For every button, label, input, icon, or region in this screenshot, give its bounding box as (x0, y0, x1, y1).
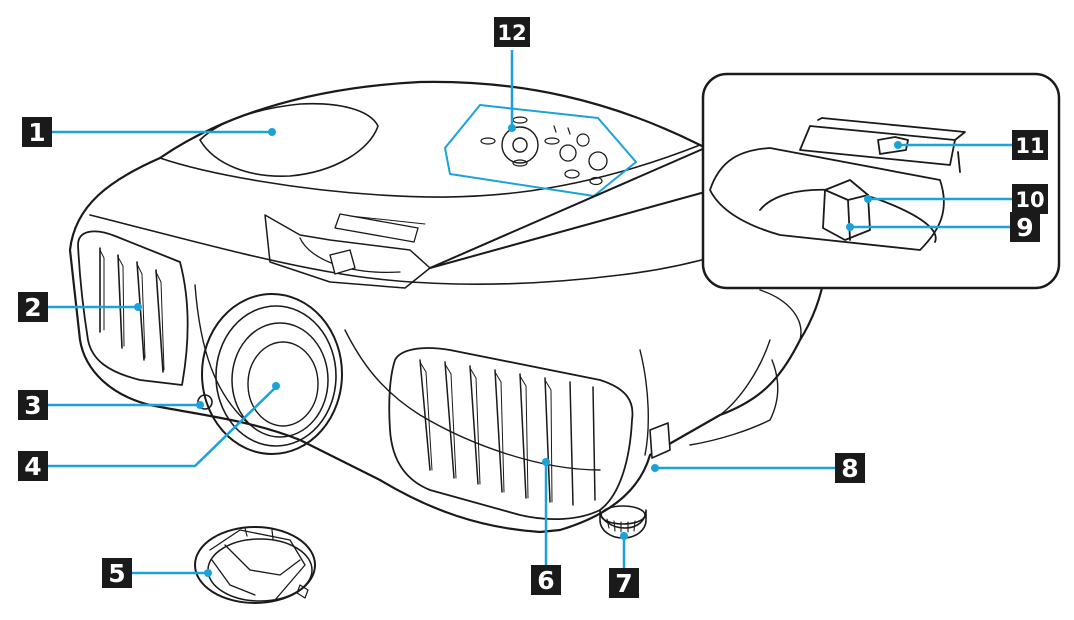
callout-badge-10: 10 (1012, 184, 1048, 214)
callout-label-5: 5 (108, 559, 125, 588)
left-vent (77, 230, 189, 386)
callout-label-10: 10 (1015, 188, 1044, 212)
callout-label-2: 2 (24, 293, 41, 322)
callout-label-7: 7 (615, 569, 632, 598)
projector-body-outline (68, 80, 829, 534)
callout-label-1: 1 (28, 118, 45, 147)
callout-badge-11: 11 (1012, 130, 1048, 160)
callout-badge-6: 6 (531, 565, 561, 595)
front-foot (599, 505, 647, 539)
callout-badge-2: 2 (18, 292, 48, 322)
leader-dots (134, 124, 902, 577)
callout-label-3: 3 (24, 391, 41, 420)
leader-lines (48, 50, 1012, 575)
callout-label-6: 6 (537, 566, 554, 595)
callout-badge-4: 4 (18, 451, 48, 481)
inset-detail (429, 72, 1061, 290)
callout-label-12: 12 (497, 21, 526, 45)
lens-cover (194, 526, 316, 604)
lens (201, 293, 343, 455)
callout-label-4: 4 (24, 452, 41, 481)
callout-label-8: 8 (841, 454, 858, 483)
callout-badge-12: 12 (494, 17, 530, 47)
callout-badge-3: 3 (18, 390, 48, 420)
callout-badge-8: 8 (835, 453, 865, 483)
projector-illustration (68, 80, 829, 604)
callout-label-11: 11 (1015, 134, 1044, 158)
callout-badge-7: 7 (609, 568, 639, 598)
callout-badge-1: 1 (22, 117, 52, 147)
control-panel (444, 104, 637, 197)
callout-badge-9: 9 (1010, 212, 1040, 242)
lamp-cover (199, 102, 379, 177)
callout-badge-5: 5 (102, 558, 132, 588)
callout-label-9: 9 (1016, 213, 1033, 242)
